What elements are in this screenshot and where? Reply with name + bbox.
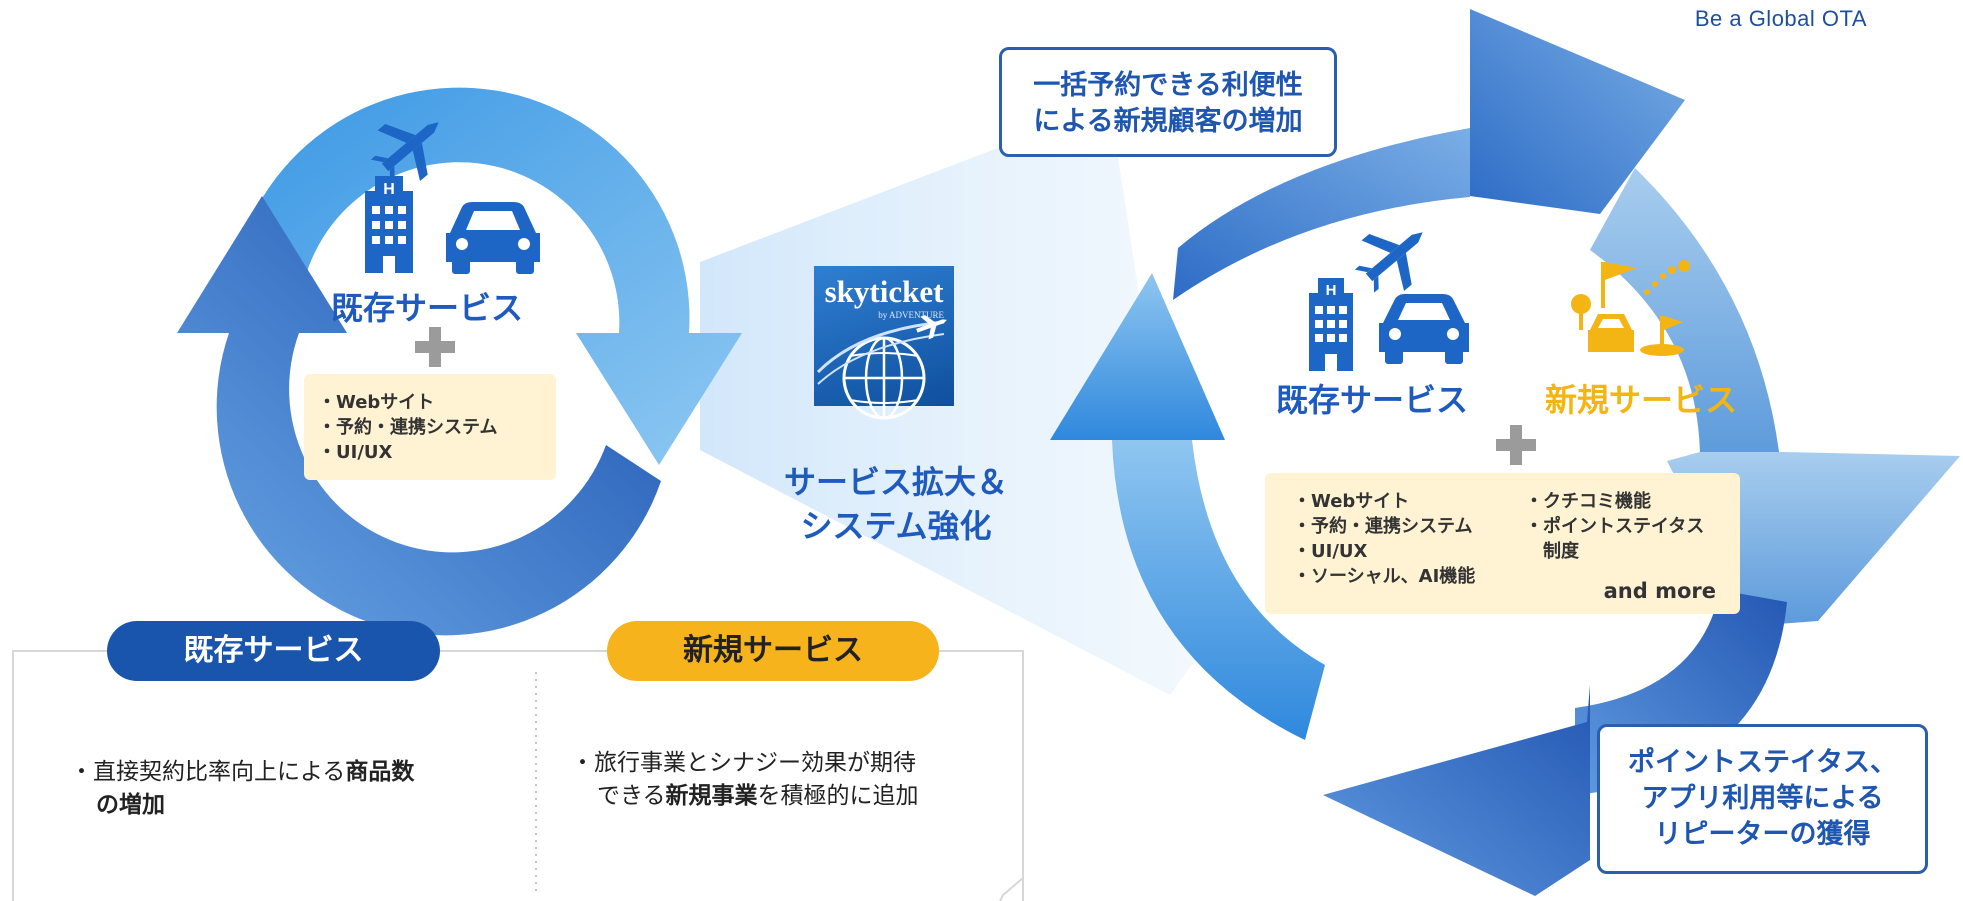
- feature-item: ・予約・連携システム: [318, 417, 498, 438]
- feature-column-left: ・Webサイト ・予約・連携システム ・UI/UX ・ソーシャル、AI機能: [1293, 489, 1475, 589]
- logo-name: skyticket: [824, 274, 944, 309]
- new-service-description: ・旅行事業とシナジー効果が期待 できる新規事業を積極的に追加: [571, 747, 1011, 813]
- right-cycle-arrow-left-head: [1050, 273, 1225, 440]
- center-title-line: サービス拡大＆: [783, 463, 1008, 501]
- callout-line: アプリ利用等による: [1641, 783, 1884, 814]
- svg-text:H: H: [1326, 282, 1337, 299]
- svg-text:H: H: [383, 181, 395, 198]
- car-icon: [446, 202, 540, 274]
- right-cycle-arrow-left-body: [1112, 440, 1325, 740]
- and-more-label: and more: [1603, 579, 1716, 603]
- plus-icon: [415, 327, 455, 367]
- left-cycle-arrow-top: [229, 87, 742, 466]
- airplane-icon: [1354, 232, 1423, 293]
- callout-repeaters: ポイントステイタス、 アプリ利用等による リピーターの獲得: [1597, 724, 1928, 874]
- left-cycle-arrow-bottom: [177, 196, 661, 636]
- right-cycle-arrow-top-body: [1173, 128, 1470, 300]
- feature-item: ・ソーシャル、AI機能: [1293, 566, 1476, 587]
- bullet: ・: [70, 759, 93, 785]
- feature-item: ・予約・連携システム: [1293, 516, 1473, 537]
- hotel-icon: H: [1309, 278, 1353, 371]
- desc-bold: 商品数: [345, 759, 415, 785]
- center-title-line: システム強化: [800, 507, 992, 545]
- plus-icon: [1496, 425, 1536, 465]
- left-feature-list: ・Webサイト ・予約・連携システム ・UI/UX: [304, 374, 556, 480]
- feature-item: ・Webサイト: [1293, 491, 1410, 512]
- right-cycle-existing-icons: H: [1309, 232, 1469, 371]
- pin-icon: [1571, 294, 1591, 330]
- airplane-icon: [370, 122, 439, 183]
- existing-service-description: ・直接契約比率向上による商品数 の増加: [70, 756, 500, 822]
- feature-item: ・Webサイト: [318, 392, 435, 413]
- desc-text: できる: [597, 783, 666, 809]
- flag-icon: [1601, 262, 1637, 308]
- bullet: ・: [571, 750, 594, 776]
- desc-text: を積極的に追加: [757, 783, 919, 809]
- desc-text: 直接契約比率向上による: [93, 759, 346, 785]
- callout-new-customers: 一括予約できる利便性 による新規顧客の増加: [999, 47, 1337, 157]
- existing-service-tab: 既存サービス: [107, 621, 440, 681]
- car-icon: [1379, 294, 1469, 364]
- right-cycle-arrow-right-head: [1667, 452, 1960, 626]
- feature-item: ・UI/UX: [1293, 541, 1368, 562]
- feature-item: ・ポイントステイタス: [1525, 516, 1705, 537]
- logo-sub: by ADVENTURE: [878, 310, 944, 320]
- right-cycle-new-icons: [1571, 260, 1690, 356]
- callout-line: ポイントステイタス、: [1628, 747, 1897, 778]
- feature-item: ・クチコミ機能: [1525, 491, 1651, 512]
- desc-bold: の増加: [96, 792, 165, 818]
- desc-bold: 新規事業: [665, 783, 758, 809]
- left-cycle-icons: H: [365, 122, 540, 274]
- right-cycle-arrow-bottom-head: [1323, 685, 1590, 896]
- dotted-path-icon: [1644, 260, 1690, 295]
- skyticket-logo-overlay: [816, 315, 947, 406]
- desc-text: 旅行事業とシナジー効果が期待: [594, 750, 916, 776]
- right-new-service-label: 新規サービス: [1545, 381, 1738, 419]
- center-title: サービス拡大＆ システム強化: [776, 460, 1016, 548]
- left-cycle-arrows: [177, 87, 742, 636]
- callout-line: リピーターの獲得: [1654, 819, 1871, 850]
- callout-line: による新規顧客の増加: [1033, 106, 1303, 137]
- feature-column-right: ・クチコミ機能 ・ポイントステイタス 制度: [1525, 489, 1704, 564]
- golf-hole-icon: [1640, 316, 1684, 356]
- feature-item: ・UI/UX: [318, 442, 393, 463]
- right-cycle-arrow-right-body: [1590, 168, 1780, 460]
- tagline: Be a Global OTA: [1694, 6, 1867, 31]
- callout-line: 一括予約できる利便性: [1033, 70, 1303, 101]
- feature-item: 制度: [1543, 541, 1579, 562]
- right-existing-service-label: 既存サービス: [1276, 381, 1469, 419]
- new-service-tab: 新規サービス: [607, 621, 939, 681]
- left-existing-service-label: 既存サービス: [331, 289, 524, 327]
- hotel-icon: H: [365, 176, 413, 273]
- small-car-icon: [1588, 314, 1634, 352]
- right-feature-list: ・Webサイト ・予約・連携システム ・UI/UX ・ソーシャル、AI機能 ・ク…: [1265, 473, 1740, 614]
- right-cycle-arrow-top-head: [1470, 9, 1685, 214]
- info-panel-frame: [12, 650, 1024, 901]
